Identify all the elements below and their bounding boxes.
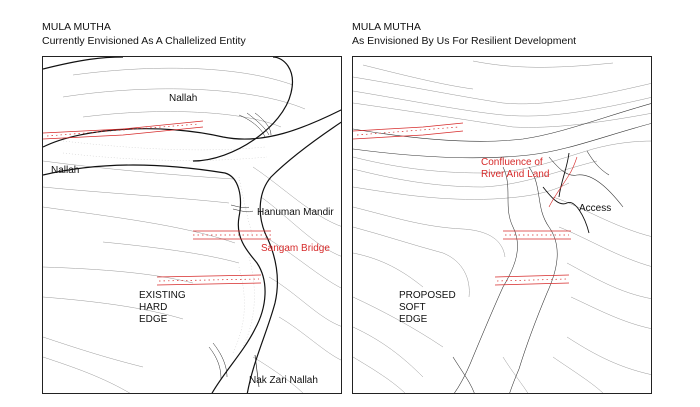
access-route — [542, 152, 590, 234]
left-subtitle: Currently Envisioned As A Challelized En… — [42, 35, 246, 47]
label-nak-zari-nallah: Nak Zari Nallah — [249, 375, 318, 386]
existing-map-panel: Nallah Nallah Hanuman Mandir Sangam Brid… — [42, 56, 342, 394]
existing-map-drawing — [43, 57, 341, 393]
label-nallah-top: Nallah — [169, 93, 198, 104]
left-heading: MULA MUTHA Currently Envisioned As A Cha… — [42, 20, 246, 48]
label-proposed-soft-edge: PROPOSED SOFT EDGE — [399, 290, 456, 325]
confluence-marker — [548, 156, 578, 208]
lower-bridge — [156, 274, 262, 286]
mid-bridge — [503, 230, 571, 240]
contour-lines — [43, 67, 341, 393]
label-nallah-left: Nallah — [51, 165, 80, 176]
pipeline-top — [43, 120, 204, 140]
label-sangam-bridge: Sangam Bridge — [261, 243, 330, 254]
label-access: Access — [579, 203, 612, 214]
proposed-map-panel: Confluence of River And Land Access PROP… — [352, 56, 652, 394]
hard-edge-banks — [43, 57, 341, 393]
left-title: MULA MUTHA — [42, 21, 111, 33]
sangam-bridge — [193, 230, 271, 240]
label-hanuman-mandir: Hanuman Mandir — [257, 207, 334, 218]
label-confluence: Confluence of River And Land — [481, 157, 550, 180]
right-subtitle: As Envisioned By Us For Resilient Develo… — [352, 35, 577, 47]
proposed-map-drawing — [353, 60, 651, 393]
river-stipple — [62, 140, 268, 354]
right-heading: MULA MUTHA As Envisioned By Us For Resil… — [352, 20, 576, 48]
nallah-inlets — [208, 112, 272, 380]
label-existing-hard-edge: EXISTING HARD EDGE — [139, 290, 186, 325]
right-title: MULA MUTHA — [352, 21, 421, 33]
lower-bridge — [494, 274, 570, 286]
pipeline-top — [353, 122, 464, 140]
contour-lines — [353, 60, 651, 393]
